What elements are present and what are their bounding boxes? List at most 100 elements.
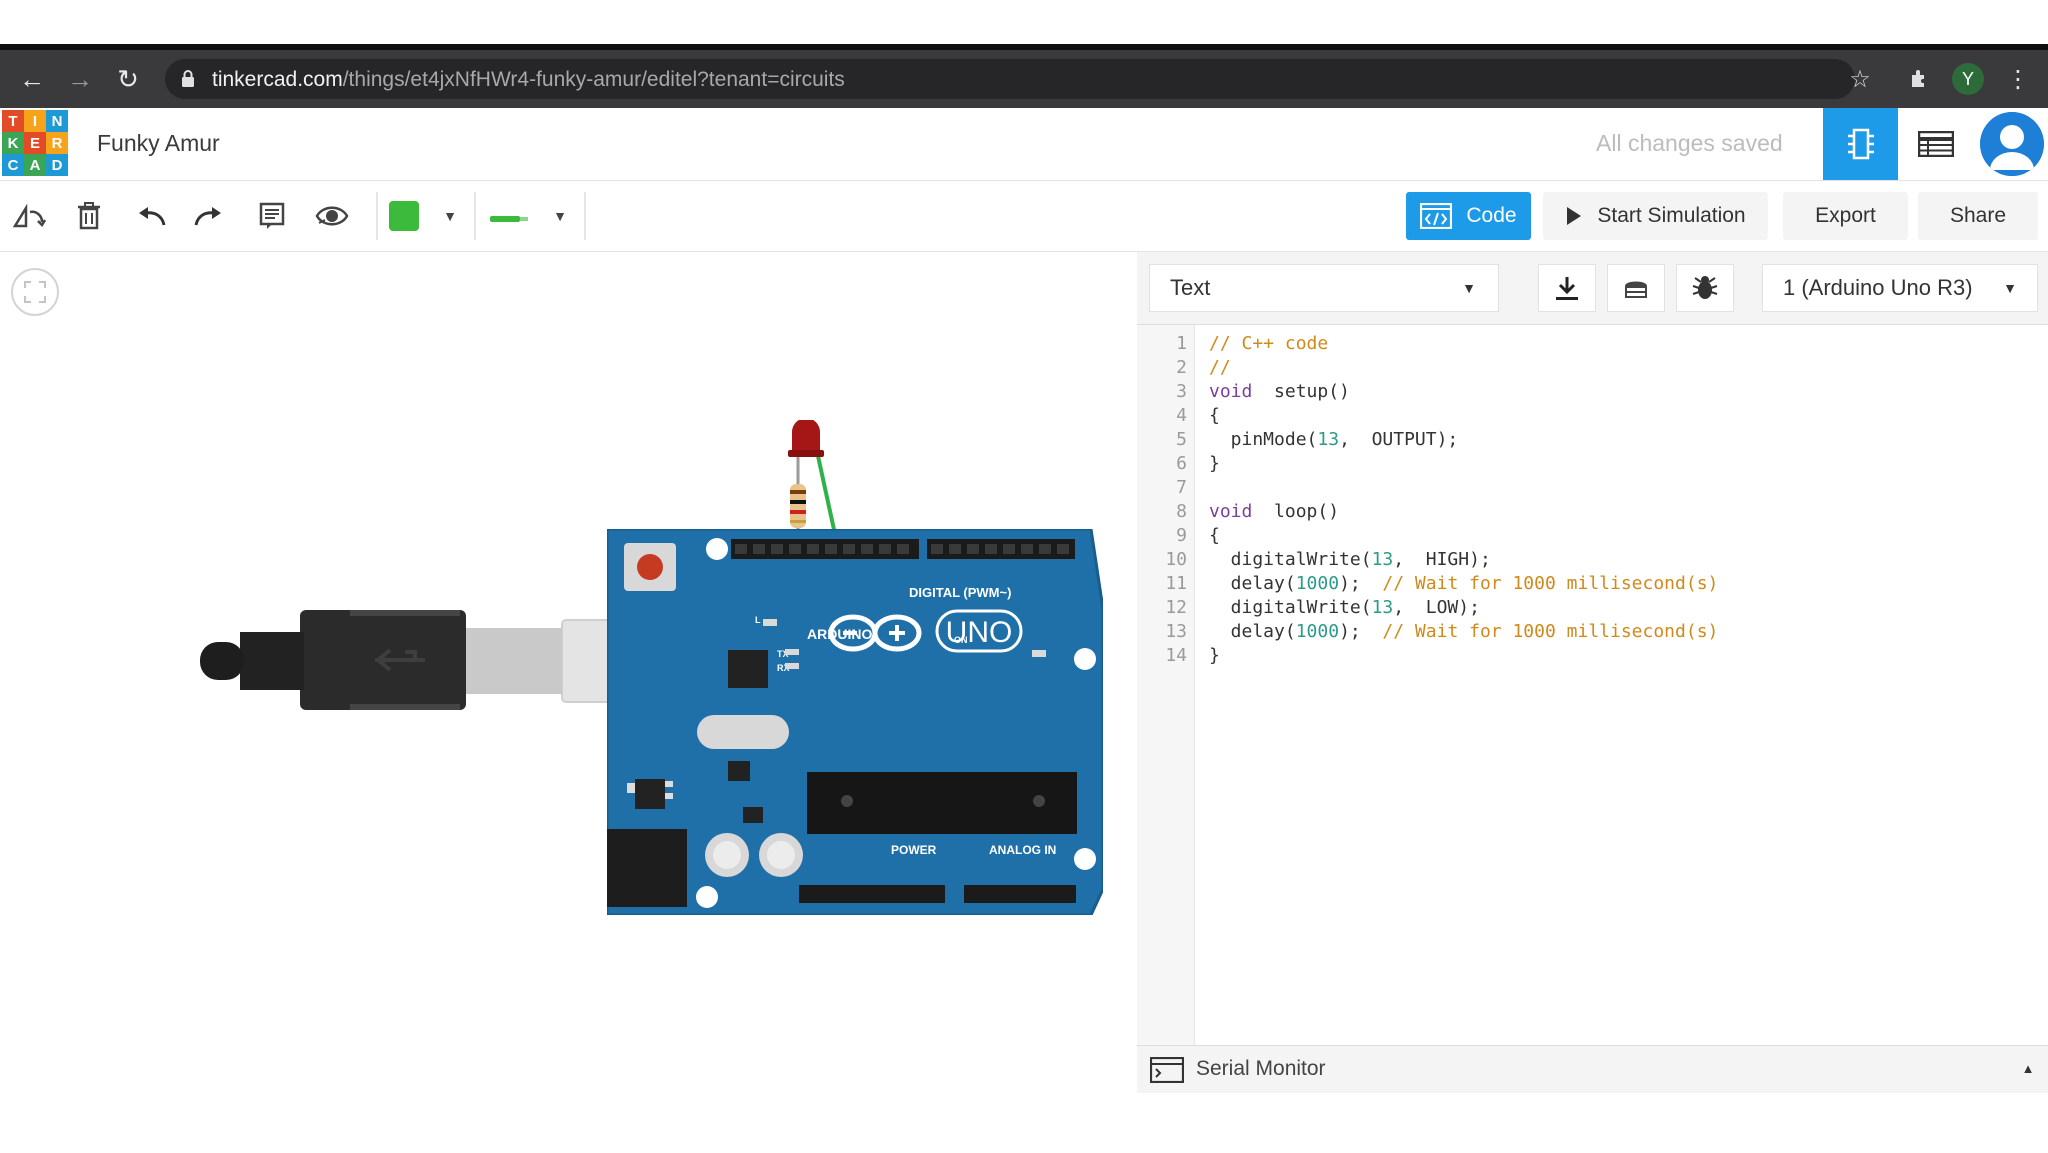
undo-button[interactable]	[128, 192, 174, 240]
rx-led-label: RX	[777, 663, 790, 673]
toolbar-divider	[584, 192, 586, 240]
line-number: 14	[1165, 645, 1187, 666]
back-icon[interactable]: ←	[19, 63, 45, 94]
address-bar[interactable]	[165, 59, 1855, 99]
chevron-up-icon[interactable]: ▲	[2021, 1060, 2035, 1076]
undo-icon	[139, 207, 166, 226]
redo-button[interactable]	[186, 192, 232, 240]
user-avatar[interactable]	[1980, 112, 2044, 176]
notes-icon	[259, 202, 285, 229]
start-simulation-button[interactable]: Start Simulation	[1543, 192, 1768, 240]
wire-type-icon[interactable]	[490, 210, 528, 222]
logo-tile: A	[24, 154, 46, 176]
eye-icon	[315, 206, 349, 226]
line-number: 11	[1165, 573, 1187, 594]
notes-button[interactable]	[249, 192, 295, 240]
led[interactable]	[792, 420, 820, 450]
forward-icon[interactable]: →	[67, 63, 93, 94]
wire-dropdown-chevron-icon[interactable]: ▼	[553, 208, 567, 224]
window-top	[0, 0, 2048, 48]
device-select-value: 1 (Arduino Uno R3)	[1783, 275, 1973, 300]
code-line[interactable]: {	[1209, 525, 1220, 546]
delete-button[interactable]	[66, 192, 112, 240]
logo-tile: C	[2, 154, 24, 176]
code-line[interactable]: delay(1000); // Wait for 1000 millisecon…	[1209, 621, 1719, 642]
uno-model-text: UNO	[946, 616, 1013, 649]
chip-icon	[1847, 128, 1874, 160]
line-number: 13	[1165, 621, 1187, 642]
component-list-button[interactable]	[1898, 108, 1973, 180]
chevron-down-icon: ▼	[2003, 280, 2017, 296]
arduino-brand-text: ARDUINO	[807, 626, 872, 642]
reload-icon[interactable]: ↻	[117, 63, 139, 94]
rotate-tool-button[interactable]	[6, 192, 52, 240]
library-icon	[1625, 281, 1647, 298]
color-dropdown-chevron-icon[interactable]: ▼	[443, 208, 457, 224]
component-library-button[interactable]	[1607, 264, 1665, 312]
device-select[interactable]: 1 (Arduino Uno R3) ▼	[1762, 264, 2038, 312]
serial-monitor-bar[interactable]	[1137, 1045, 2048, 1093]
lock-icon[interactable]	[180, 66, 200, 92]
arduino-uno-board[interactable]: DIGITAL (PWM~) ARDUINO ON L TX RX POWER …	[607, 529, 1103, 915]
l-led-label: L	[755, 615, 761, 625]
app-header	[0, 108, 2048, 181]
digital-pwm-label: DIGITAL (PWM~)	[909, 585, 1011, 600]
line-number: 5	[1176, 429, 1187, 450]
code-button[interactable]: Code	[1406, 192, 1531, 240]
line-numbers: 1 2 3 4 5 6 7 8 9 10 11 12 13 14	[1137, 332, 1187, 668]
logo-tile: N	[46, 110, 68, 132]
export-button[interactable]: Export	[1783, 192, 1908, 240]
code-line[interactable]: // C++ code	[1209, 333, 1329, 354]
color-swatch[interactable]	[389, 201, 419, 231]
code-line[interactable]	[1209, 476, 2029, 500]
serial-monitor-icon[interactable]	[1149, 1056, 1185, 1084]
fit-view-button[interactable]	[11, 268, 59, 316]
arduino-logo	[828, 614, 922, 652]
extensions-icon[interactable]	[1902, 62, 1938, 96]
debugger-button[interactable]	[1676, 264, 1734, 312]
url-path: /things/et4jxNfHWr4-funky-amur/editel?te…	[342, 68, 845, 91]
logo-tile: E	[24, 132, 46, 154]
resistor[interactable]	[790, 484, 806, 528]
code-line[interactable]: void setup()	[1209, 381, 1350, 402]
bug-icon	[1692, 276, 1718, 299]
trash-icon	[78, 202, 100, 230]
tx-led-label: TX	[777, 649, 789, 659]
power-label: POWER	[891, 843, 937, 857]
bookmark-star-icon[interactable]: ☆	[1849, 65, 1871, 93]
profile-initial: Y	[1961, 68, 1974, 89]
serial-monitor-label[interactable]: Serial Monitor	[1196, 1057, 1326, 1080]
code-mode-select[interactable]: Text ▼	[1149, 264, 1499, 312]
url-text[interactable]: tinkercad.com/things/et4jxNfHWr4-funky-a…	[212, 67, 845, 93]
code-line[interactable]: //	[1209, 357, 1231, 378]
code-line[interactable]: }	[1209, 453, 1220, 474]
line-number: 9	[1176, 525, 1187, 546]
toolbar-divider	[474, 192, 476, 240]
line-number: 12	[1165, 597, 1187, 618]
circuit-view-button[interactable]	[1823, 108, 1898, 180]
line-number-gutter	[1137, 325, 1195, 1045]
share-button[interactable]: Share	[1918, 192, 2038, 240]
code-mode-value: Text	[1170, 275, 1211, 300]
power-header[interactable]	[799, 885, 1076, 903]
browser-menu-icon[interactable]: ⋮	[2006, 65, 2030, 93]
code-line[interactable]: pinMode(13, OUTPUT);	[1209, 429, 1459, 450]
code-editor-panel	[1137, 252, 2048, 1092]
download-code-button[interactable]	[1538, 264, 1596, 312]
download-icon	[1556, 277, 1578, 300]
play-icon	[1567, 207, 1582, 225]
line-number: 2	[1176, 357, 1187, 378]
line-number: 6	[1176, 453, 1187, 474]
code-line[interactable]: digitalWrite(13, LOW);	[1209, 597, 1480, 618]
project-title[interactable]: Funky Amur	[97, 130, 220, 156]
code-line[interactable]: }	[1209, 645, 1220, 666]
code-text-area[interactable]: // C++ code // void setup() { pinMode(13, O…	[1209, 332, 2029, 668]
visibility-toggle-button[interactable]	[309, 192, 355, 240]
code-line[interactable]: digitalWrite(13, HIGH);	[1209, 549, 1491, 570]
code-line[interactable]: delay(1000); // Wait for 1000 millisecon…	[1209, 573, 1719, 594]
code-line[interactable]: void loop()	[1209, 501, 1340, 522]
logo-tile: I	[24, 110, 46, 132]
code-line[interactable]: {	[1209, 405, 1220, 426]
browser-profile-avatar[interactable]: Y	[1952, 63, 1984, 95]
